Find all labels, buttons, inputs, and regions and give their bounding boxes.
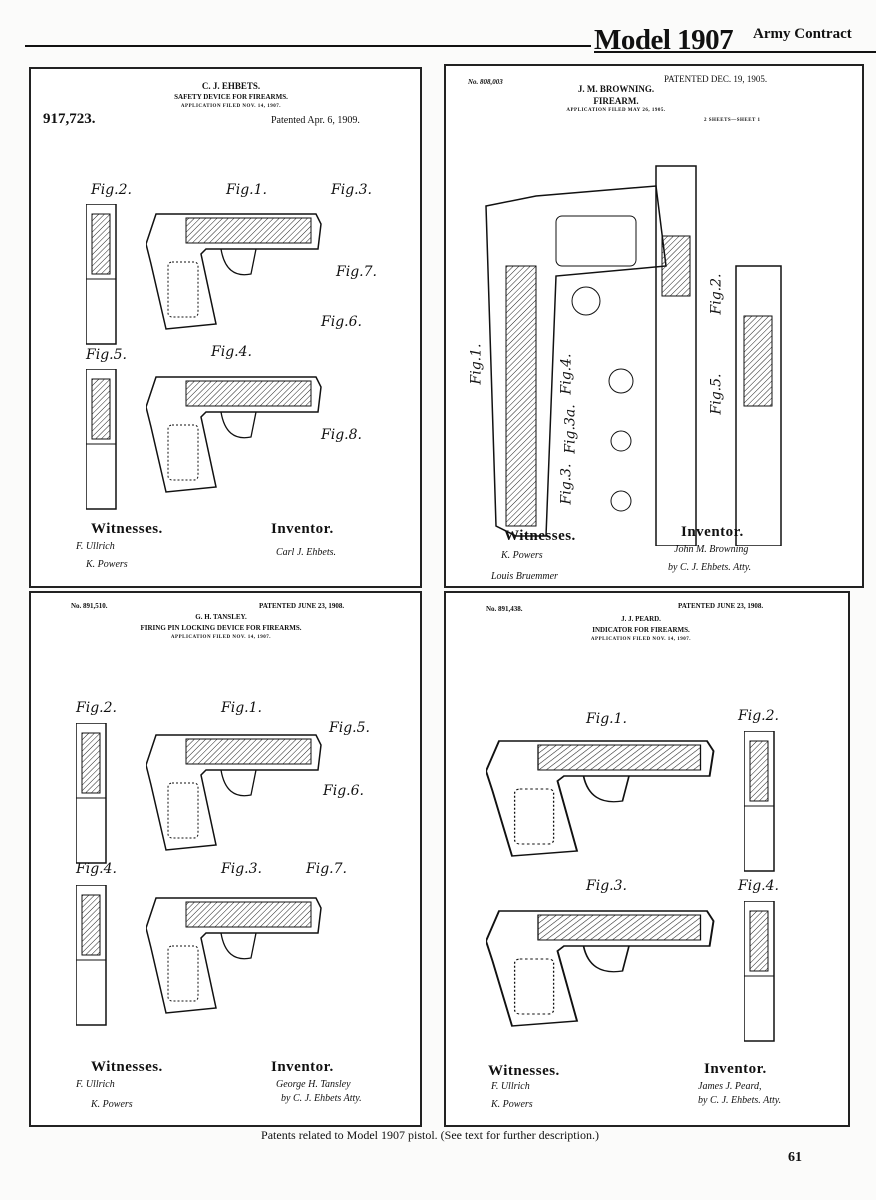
witness-signature: K. Powers	[86, 559, 128, 570]
fig-label: Fig.2.	[91, 182, 132, 198]
patent-panel-peard: No. 891,438. PATENTED JUNE 23, 1908. J. …	[444, 591, 850, 1127]
witness-signature: K. Powers	[501, 550, 543, 561]
header-rule	[25, 45, 591, 47]
patent-date: PATENTED JUNE 23, 1908.	[678, 602, 764, 610]
attorney-signature: by C. J. Ehbets. Atty.	[698, 1095, 782, 1106]
fig-label: Fig.7.	[306, 861, 347, 877]
witness-signature: K. Powers	[491, 1099, 533, 1110]
fig-label: Fig.8.	[321, 427, 362, 443]
fig-label: Fig.6.	[323, 783, 364, 799]
witnesses-label: Witnesses.	[488, 1063, 560, 1079]
fig-label: Fig.3.	[331, 182, 372, 198]
fig-label: Fig.3.	[558, 463, 575, 505]
fig-label: Fig.1.	[221, 700, 262, 716]
fig-label: Fig.5.	[708, 373, 725, 415]
patent-title: INDICATOR FOR FIREARMS.	[592, 626, 690, 634]
patent-date: Patented Apr. 6, 1909.	[271, 115, 360, 126]
patent-drawing-fig3	[486, 910, 715, 1027]
fig-label: Fig.2.	[708, 273, 725, 315]
inventor-signature: John M. Browning	[674, 544, 749, 555]
fig-label: Fig.6.	[321, 314, 362, 330]
witnesses-label: Witnesses.	[91, 1059, 163, 1075]
patent-application: APPLICATION FILED NOV. 14, 1907.	[170, 635, 272, 640]
fig-label: Fig.4.	[558, 353, 575, 395]
patent-title: FIREARM.	[593, 96, 639, 106]
witness-signature: F. Ullrich	[491, 1081, 530, 1092]
page-title: Model 1907	[594, 24, 734, 56]
inventor-label: Inventor.	[704, 1061, 767, 1077]
fig-label: Fig.7.	[336, 264, 377, 280]
patent-drawing-fig1	[146, 734, 322, 851]
patent-drawing-fig3	[146, 897, 322, 1014]
patent-application: APPLICATION FILED NOV. 14, 1907.	[180, 104, 282, 109]
header-underline	[594, 51, 876, 53]
inventor-signature: James J. Peard,	[698, 1081, 762, 1092]
fig-label: Fig.4.	[211, 344, 252, 360]
inventor-signature: Carl J. Ehbets.	[276, 547, 336, 558]
patent-title: FIRING PIN LOCKING DEVICE FOR FIREARMS.	[140, 624, 302, 632]
patent-drawing-fig4	[146, 376, 322, 493]
patent-panel-tansley: No. 891,510. PATENTED JUNE 23, 1908. G. …	[29, 591, 422, 1127]
attorney-signature: by C. J. Ehbets. Atty.	[668, 562, 752, 573]
inventor-label: Inventor.	[271, 1059, 334, 1075]
fig-label: Fig.4.	[76, 861, 117, 877]
fig-label: Fig.5.	[329, 720, 370, 736]
patent-drawing-fig1	[146, 213, 322, 330]
patent-inventor: G. H. TANSLEY.	[195, 613, 247, 621]
witness-signature: F. Ullrich	[76, 541, 115, 552]
patent-inventor: J. J. PEARD.	[621, 615, 661, 623]
patent-drawing-fig1	[486, 740, 715, 857]
fig-label: Fig.5.	[86, 347, 127, 363]
patent-drawing-fig2	[86, 204, 117, 345]
fig-label: Fig.4.	[738, 878, 779, 894]
patent-date: PATENTED DEC. 19, 1905.	[664, 74, 768, 84]
fig-label: Fig.2.	[738, 708, 779, 724]
patent-drawing-fig4	[744, 901, 775, 1042]
patent-application: APPLICATION FILED MAY 26, 1905.	[566, 108, 666, 113]
patent-application: APPLICATION FILED NOV. 14, 1907.	[590, 637, 692, 642]
patent-drawing-browning	[485, 165, 782, 546]
patent-drawing-fig2	[744, 731, 775, 872]
fig-label: Fig.3a.	[562, 404, 579, 454]
attorney-signature: by C. J. Ehbets Atty.	[281, 1093, 362, 1104]
patent-inventor: C. J. EHBETS.	[201, 81, 261, 91]
page-subtitle: Army Contract	[753, 26, 852, 42]
patent-date: PATENTED JUNE 23, 1908.	[259, 602, 345, 610]
witness-signature: Louis Bruemmer	[491, 571, 558, 582]
patent-drawing-fig4	[76, 885, 107, 1026]
witness-signature: F. Ullrich	[76, 1079, 115, 1090]
patent-number: 917,723.	[43, 111, 96, 127]
witnesses-label: Witnesses.	[91, 521, 163, 537]
patent-title: SAFETY DEVICE FOR FIREARMS.	[174, 93, 288, 101]
patent-panel-browning: No. 808,003 PATENTED DEC. 19, 1905. J. M…	[444, 64, 864, 588]
witness-signature: K. Powers	[91, 1099, 133, 1110]
patent-inventor: J. M. BROWNING.	[577, 84, 655, 94]
patent-panel-ehbets: C. J. EHBETS. SAFETY DEVICE FOR FIREARMS…	[29, 67, 422, 588]
fig-label: Fig.3.	[586, 878, 627, 894]
inventor-signature: George H. Tansley	[276, 1079, 351, 1090]
inventor-label: Inventor.	[681, 524, 744, 540]
witnesses-label: Witnesses.	[504, 528, 576, 544]
fig-label: Fig.1.	[586, 711, 627, 727]
patent-number: No. 891,438.	[486, 605, 523, 613]
fig-label: Fig.3.	[221, 861, 262, 877]
patent-number: No. 808,003	[468, 78, 503, 86]
fig-label: Fig.1.	[226, 182, 267, 198]
patent-sheets: 2 SHEETS—SHEET 1	[704, 118, 761, 123]
figure-caption: Patents related to Model 1907 pistol. (S…	[261, 1128, 599, 1142]
patent-drawing-fig2	[76, 723, 107, 864]
patent-number: No. 891,510.	[71, 602, 108, 610]
patent-drawing-fig5	[86, 369, 117, 510]
fig-label: Fig.1.	[468, 343, 485, 385]
fig-label: Fig.2.	[76, 700, 117, 716]
page-number: 61	[788, 1150, 802, 1165]
inventor-label: Inventor.	[271, 521, 334, 537]
